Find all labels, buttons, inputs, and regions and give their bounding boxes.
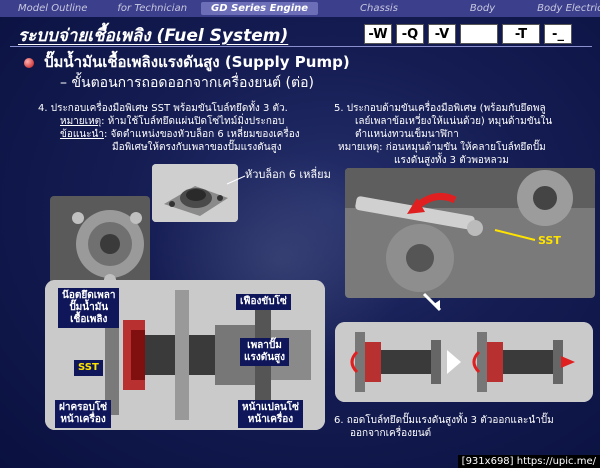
page-title: ระบบจ่ายเชื้อเพลิง (Fuel System) — [18, 26, 289, 46]
cover-label: ฝาครอบโซ่ หน้าเครื่อง — [55, 400, 112, 428]
sst-label-diagram: SST — [74, 360, 103, 376]
section-subsubtitle: – ขั้นตอนการถอดออกจากเครื่องยนต์ (ต่อ) — [60, 75, 314, 91]
step4-tip2: มือพิเศษให้ตรงกับเพลาของปั๊มแรงดันสูง — [112, 142, 282, 153]
step6-line1: 6. ถอดโบล์ทยึดปั๊มแรงดันสูงทั้ง 3 ตัวออก… — [334, 415, 554, 426]
supply-pump-photo — [50, 196, 150, 286]
step4-tip: ข้อแนะนำ: จัดตำแหน่งของหัวบล็อก 6 เหลี่ย… — [60, 129, 300, 140]
bullet-icon — [24, 57, 34, 68]
step5-line2: เลย์เพลาข้อเหวี่ยงให้แน่นด้วย) หมุนด้ามข… — [355, 116, 553, 127]
top-nav: Model Outline for Technician GD Series E… — [0, 0, 600, 17]
section-subtitle: ปั๊มน้ำมันเชื้อเพลิงแรงดันสูง (Supply Pu… — [24, 50, 350, 74]
pump-removal-diagram — [335, 322, 593, 402]
tab-body[interactable]: Body — [469, 3, 496, 14]
step5-note2: แรงดันสูงทั้ง 3 ตัวพอหลวม — [394, 155, 509, 166]
engine-photo — [345, 168, 595, 298]
tab-body-electrical[interactable]: Body Electrical — [537, 3, 600, 14]
callout-line — [226, 175, 246, 185]
code-box: -_ — [544, 24, 572, 44]
nut-label: น๊อตยึดเพลา ปั๊มน้ำมัน เชื้อเพลิง — [58, 288, 120, 328]
code-box: -V — [428, 24, 456, 44]
code-box: -W — [364, 24, 392, 44]
tab-for-technician[interactable]: for Technician — [117, 3, 188, 14]
step4-line1: 4. ประกอบเครื่องมือพิเศษ SST พร้อมขันโบล… — [38, 103, 288, 114]
sst-label-photo: SST — [538, 234, 561, 247]
step5-note: หมายเหตุ: ก่อนหมุนด้ามขัน ให้คลายโบล์ทยึ… — [338, 142, 546, 153]
step5-line1: 5. ประกอบด้ามขันเครื่องมือพิเศษ (พร้อมกั… — [334, 103, 546, 114]
engine-code-boxes: -W -Q -V -T -_ — [364, 24, 572, 44]
code-box — [460, 24, 498, 44]
hex-socket-label: หัวบล็อก 6 เหลี่ยม — [245, 168, 331, 181]
tab-gd-series-engine[interactable]: GD Series Engine — [201, 2, 319, 15]
pump-shaft-label: เพลาปั๊ม แรงดันสูง — [240, 338, 290, 366]
step4-note: หมายเหตุ: ห้ามใช้โบล์ทยึดแผ่นปิดโซ่ไทม์ม… — [60, 116, 285, 127]
step6-line2: ออกจากเครื่องยนต์ — [350, 428, 432, 439]
hex-socket-photo — [152, 164, 238, 222]
code-box: -Q — [396, 24, 424, 44]
header-divider — [10, 46, 592, 47]
flange-label: หน้าแปลนโซ่ หน้าเครื่อง — [238, 400, 303, 428]
down-arrow-icon — [422, 292, 442, 312]
tab-chassis[interactable]: Chassis — [360, 3, 398, 14]
code-box: -T — [502, 24, 540, 44]
step5-line3: ตำแหน่งทวนเข็มนาฬิกา — [355, 129, 459, 140]
tab-model-outline[interactable]: Model Outline — [18, 3, 88, 14]
watermark-text: [931x698] https://upic.me/ — [457, 455, 600, 468]
sprocket-label: เฟืองขับโซ่ — [236, 294, 291, 310]
